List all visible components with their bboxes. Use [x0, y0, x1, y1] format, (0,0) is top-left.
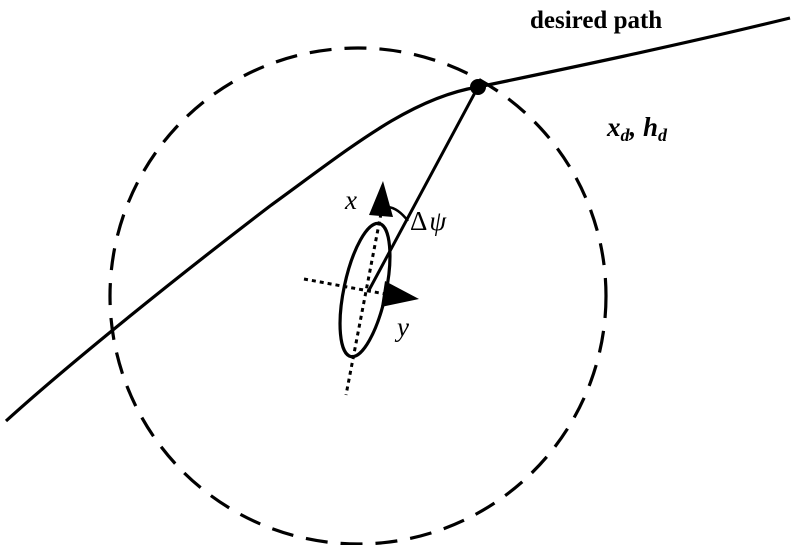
- vessel-heading-axis: [344, 197, 386, 396]
- x-axis-arrowhead: [369, 181, 393, 217]
- heading-error-label: Δψ: [410, 206, 447, 236]
- heading-error-arc: [387, 205, 409, 222]
- target-label: xd, hd: [606, 112, 668, 145]
- desired-path-curve: [4, 16, 791, 423]
- line-of-sight: [366, 86, 480, 293]
- x-axis-label: x: [344, 185, 357, 215]
- y-axis-arrowhead: [381, 281, 419, 307]
- lookahead-circle: [108, 46, 608, 545]
- y-axis-label: y: [394, 312, 409, 342]
- desired-path-label: desired path: [530, 7, 662, 34]
- vessel-transverse-axis: [303, 277, 397, 298]
